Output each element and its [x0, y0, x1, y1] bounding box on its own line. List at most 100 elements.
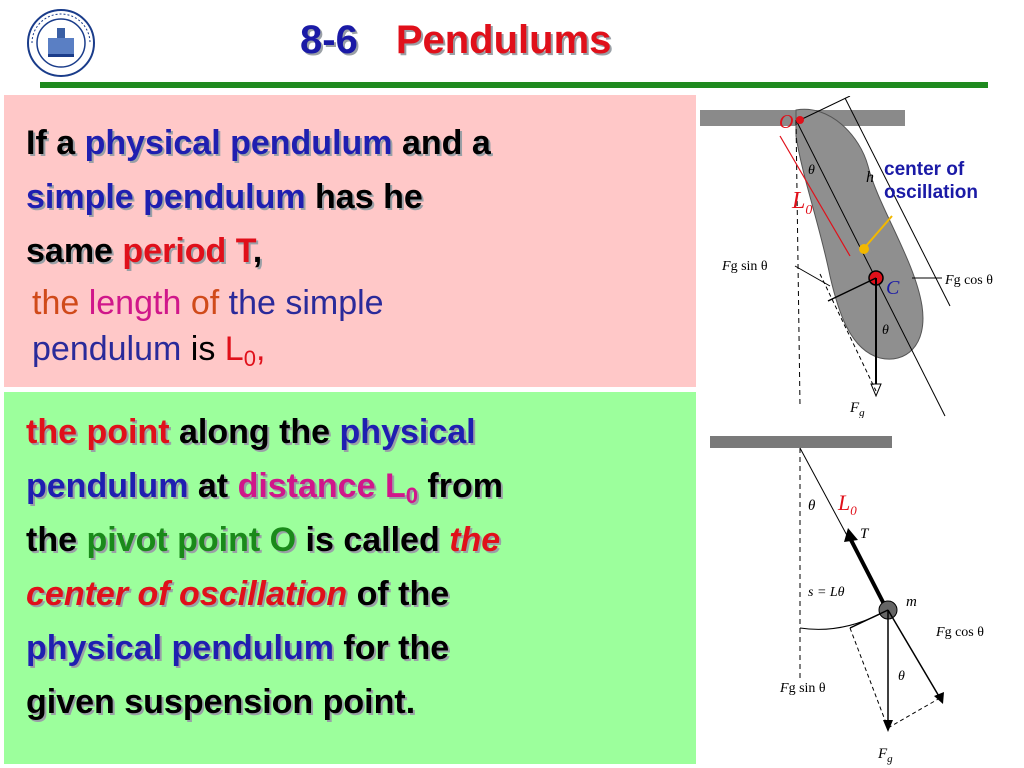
- tension-label: T: [860, 526, 870, 542]
- fg-label: Fg: [849, 400, 865, 418]
- L0-line: [779, 135, 851, 257]
- line: the pivot point O is called the: [26, 513, 686, 567]
- fg-sin-arrow: [827, 277, 877, 302]
- subscript: 0: [243, 346, 256, 371]
- explanation-text: the point along the physical pendulum at…: [26, 405, 686, 729]
- fg-subscript: g: [859, 407, 865, 418]
- term-physical-pendulum: physical pendulum: [84, 124, 393, 162]
- line: pendulum is L0,: [32, 326, 672, 372]
- line: the length of the simple: [32, 280, 672, 326]
- text: ,: [255, 330, 266, 368]
- L0-label: L0: [791, 188, 812, 218]
- theta-label-lower: θ: [882, 323, 889, 338]
- line: If a physical pendulum and a: [26, 116, 686, 170]
- h-dimension: [844, 97, 951, 307]
- arc-label: s = Lθ: [808, 585, 845, 600]
- term-center-of-oscillation: center of oscillation: [26, 575, 348, 613]
- callout-line: oscillation: [884, 182, 978, 203]
- h-leader: [799, 96, 851, 121]
- fg-sin-leader: [794, 265, 831, 287]
- text: of the: [347, 575, 450, 613]
- term-pivot-point: pivot point O: [86, 521, 297, 559]
- line: simple pendulum has he: [26, 170, 686, 224]
- text: at: [188, 467, 238, 505]
- term-simple-pendulum: simple pendulum: [26, 178, 306, 216]
- tension-arrowhead: [844, 528, 858, 542]
- line: physical pendulum for the: [26, 621, 686, 675]
- fg-sin-tail: g sin θ: [789, 681, 826, 696]
- F-symbol: F: [935, 625, 945, 640]
- fg-sin-arrow: [849, 609, 889, 629]
- com-label: C: [886, 277, 900, 299]
- text: for the: [333, 629, 450, 667]
- term-distance: distance L: [237, 467, 406, 505]
- mass-label: m: [906, 594, 917, 610]
- fg-cos-arrow: [887, 609, 941, 699]
- title-text: Pendulums: [395, 18, 612, 62]
- arc-path: [799, 613, 881, 630]
- component-dashed: [819, 273, 877, 392]
- fg-cos-label: Fg cos θ: [944, 273, 993, 288]
- fg-label: Fg: [877, 746, 893, 765]
- fg-sin-tail: g sin θ: [731, 259, 768, 274]
- text: length: [88, 284, 191, 322]
- F-symbol: F: [849, 400, 860, 416]
- term-physical-pendulum: physical pendulum: [26, 629, 334, 667]
- fg-cos-tail: g cos θ: [945, 625, 985, 640]
- length-text: the length of the simple pendulum is L0,: [32, 280, 672, 372]
- pivot-label: O: [779, 111, 793, 133]
- F-symbol: F: [779, 681, 789, 696]
- text: If a: [26, 124, 85, 162]
- term-the: the: [449, 521, 501, 559]
- physical-pendulum-figure: O θ h L0 C θ Fg sin θ Fg cos θ Fg: [700, 96, 993, 418]
- h-label: h: [866, 169, 874, 186]
- F-symbol: F: [721, 259, 731, 274]
- fg-subscript: g: [887, 753, 893, 765]
- F-symbol: F: [944, 273, 954, 288]
- fg-cos-tail: g cos θ: [954, 273, 994, 288]
- term-the-point: the point: [26, 413, 170, 451]
- definition-text: If a physical pendulum and a simple pend…: [26, 116, 686, 278]
- text: the simple: [228, 284, 384, 322]
- theta-label: θ: [808, 163, 815, 178]
- text: of: [190, 284, 229, 322]
- text: has he: [305, 178, 423, 216]
- text: given suspension point.: [26, 683, 416, 721]
- title-underline: [40, 82, 988, 88]
- L-subscript: 0: [850, 503, 857, 518]
- definition-box: [4, 95, 696, 387]
- slide-title: 8-6 Pendulums: [300, 18, 611, 63]
- L0-label: L0: [837, 490, 857, 518]
- text: ,: [252, 232, 263, 270]
- fg-sin-label: Fg sin θ: [779, 681, 826, 696]
- L-subscript: 0: [805, 203, 812, 218]
- vertical-dashed-line: [795, 119, 801, 407]
- component-dashed: [849, 627, 889, 729]
- line: same period T,: [26, 224, 686, 278]
- symbol-L: L: [224, 330, 244, 368]
- tension-shaft: [848, 537, 888, 609]
- theta-label: θ: [808, 498, 816, 514]
- ceiling-bar: [710, 436, 892, 448]
- term-pendulum: pendulum: [26, 467, 189, 505]
- term-period: period T: [122, 232, 253, 270]
- fg-sin-label: Fg sin θ: [721, 259, 768, 274]
- theta-label-lower: θ: [898, 669, 905, 684]
- text: is called: [296, 521, 450, 559]
- text: along the: [169, 413, 340, 451]
- subscript: 0: [405, 483, 418, 508]
- line: center of oscillation of the: [26, 567, 686, 621]
- line: given suspension point.: [26, 675, 686, 729]
- L-symbol: L: [837, 490, 850, 515]
- pivot-point: [796, 116, 804, 124]
- university-logo: [27, 9, 95, 77]
- L-symbol: L: [791, 188, 805, 214]
- component-dashed-2: [887, 697, 941, 729]
- line: pendulum at distance L0 from: [26, 459, 686, 513]
- text: from: [417, 467, 503, 505]
- fg-arrowhead: [883, 720, 893, 732]
- section-number: 8-6: [300, 18, 358, 62]
- center-of-oscillation-callout: center of oscillation: [884, 158, 978, 204]
- text: is: [190, 330, 225, 368]
- text: pendulum: [32, 330, 191, 368]
